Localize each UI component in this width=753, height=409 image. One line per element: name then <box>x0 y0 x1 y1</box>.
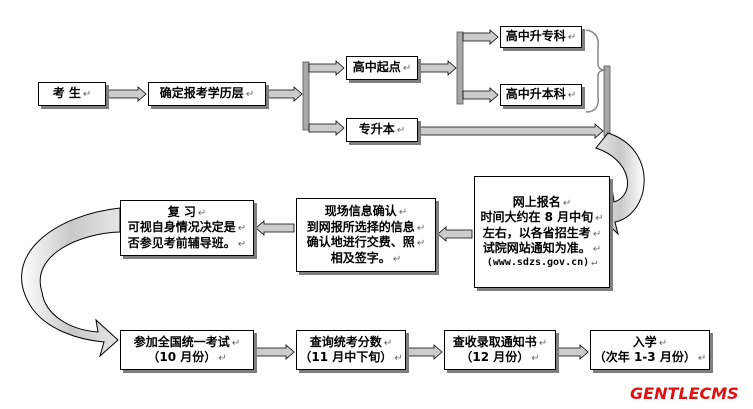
node-zhuanshengben: 专升本↵ <box>346 118 418 142</box>
arrow-bar2-to-zhuanke <box>462 29 499 45</box>
exam-title: 参加全国统一考试↵ <box>133 334 241 349</box>
arrow-zhuanshengben-to-bar3 <box>419 123 604 139</box>
arrow-bar1-to-gaozhong <box>308 60 345 76</box>
paragraph-mark: ↵ <box>592 244 602 256</box>
paragraph-mark: ↵ <box>197 207 207 219</box>
paragraph-mark: ↵ <box>538 337 548 349</box>
junction-bar-2 <box>456 31 464 105</box>
online-line-2: 左右，以各省招生考↵ <box>482 225 602 240</box>
node-level-label: 确定报考学历层↵ <box>159 86 255 101</box>
junction-bar-3 <box>603 65 611 137</box>
paragraph-mark: ↵ <box>383 337 393 349</box>
uturn-arrow-left <box>21 207 121 358</box>
confirm-line-3: 相及签字。↵ <box>330 250 402 265</box>
arrow-gaozhong-to-bar2 <box>419 60 457 76</box>
arrow-notice-to-enroll <box>557 344 589 360</box>
junction-bar-1 <box>302 61 310 131</box>
paragraph-mark: ↵ <box>237 238 247 250</box>
exam-sub: （10 月份）↵ <box>147 350 227 364</box>
arrow-score-to-notice <box>407 344 443 360</box>
paragraph-mark: ↵ <box>562 197 572 209</box>
paragraph-mark: ↵ <box>697 353 707 364</box>
review-line-1: 可视自身情况决定是↵ <box>127 220 247 235</box>
node-zhuanshengben-label: 专升本↵ <box>358 122 406 137</box>
node-score: 查询统考分数↵ （11 月中下旬）↵ <box>296 330 406 370</box>
notice-sub: （12 月份）↵ <box>460 350 540 364</box>
node-zhuanke: 高中升专科↵ <box>500 26 582 48</box>
node-student-label: 考 生↵ <box>52 86 92 101</box>
arrow-confirm-to-review <box>255 220 295 236</box>
node-enroll: 入学↵ （次年 1-3 月份）↵ <box>590 330 710 370</box>
node-gaozhong: 高中起点↵ <box>346 56 418 80</box>
node-confirm: 现场信息确认↵ 到网报所选择的信息↵ 确认地进行交费、照↵ 相及签字。↵ <box>296 198 436 272</box>
review-title: 复 习↵ <box>167 204 207 219</box>
paragraph-mark: ↵ <box>231 337 241 349</box>
paragraph-mark: ↵ <box>245 89 255 101</box>
node-exam: 参加全国统一考试↵ （10 月份）↵ <box>120 330 254 370</box>
enroll-title: 入学↵ <box>632 334 668 349</box>
arrow-exam-to-score <box>255 344 295 360</box>
paragraph-mark: ↵ <box>591 256 598 268</box>
paragraph-mark: ↵ <box>658 337 668 349</box>
node-student: 考 生↵ <box>38 82 106 106</box>
paragraph-mark: ↵ <box>237 223 247 235</box>
score-title: 查询统考分数↵ <box>309 334 393 349</box>
confirm-title: 现场信息确认↵ <box>324 204 408 218</box>
review-line-2: 否参见考前辅导班。↵ <box>127 235 247 250</box>
paragraph-mark: ↵ <box>595 213 604 225</box>
node-gaozhong-label: 高中起点↵ <box>352 60 412 75</box>
paragraph-mark: ↵ <box>592 228 602 240</box>
paragraph-mark: ↵ <box>567 90 577 102</box>
paragraph-mark: ↵ <box>82 89 92 101</box>
online-line-3: 试院网站通知为准。↵ <box>482 241 602 256</box>
online-line-1: 时间大约在 8 月中旬↵ <box>480 210 604 225</box>
node-online-registration: 网上报名↵ 时间大约在 8 月中旬↵ 左右，以各省招生考↵ 试院网站通知为准。↵… <box>474 176 610 288</box>
node-review: 复 习↵ 可视自身情况决定是↵ 否参见考前辅导班。↵ <box>120 200 254 256</box>
paragraph-mark: ↵ <box>394 353 403 364</box>
paragraph-mark: ↵ <box>398 207 408 218</box>
paragraph-mark: ↵ <box>218 353 227 364</box>
arrow-bar1-to-zhuanshengben <box>308 120 345 136</box>
confirm-line-1: 到网报所选择的信息↵ <box>306 219 426 234</box>
arrow-bar2-to-benke <box>462 87 499 103</box>
enroll-sub: （次年 1-3 月份）↵ <box>593 350 707 364</box>
node-benke: 高中升本科↵ <box>500 84 582 106</box>
brace-shape <box>585 29 607 113</box>
node-level: 确定报考学历层↵ <box>148 82 266 106</box>
online-line-4: (www.sdzs.gov.cn)↵ <box>486 256 598 268</box>
online-title: 网上报名↵ <box>512 194 572 209</box>
score-sub: （11 月中下旬）↵ <box>299 350 403 364</box>
node-notice: 查收录取通知书↵ （12 月份）↵ <box>444 330 556 370</box>
paragraph-mark: ↵ <box>416 238 426 249</box>
arrow-student-to-level <box>107 86 147 102</box>
paragraph-mark: ↵ <box>396 125 406 137</box>
arrow-level-to-bar1 <box>267 86 303 102</box>
paragraph-mark: ↵ <box>402 63 412 75</box>
paragraph-mark: ↵ <box>416 222 426 234</box>
node-zhuanke-label: 高中升专科↵ <box>505 29 577 44</box>
paragraph-mark: ↵ <box>531 353 540 364</box>
node-benke-label: 高中升本科↵ <box>505 87 577 102</box>
watermark: GENTLECMS <box>630 384 739 403</box>
confirm-line-2: 确认地进行交费、照↵ <box>306 235 426 249</box>
arrow-online-to-confirm <box>437 226 473 242</box>
notice-title: 查收录取通知书↵ <box>452 334 548 349</box>
paragraph-mark: ↵ <box>392 253 402 265</box>
paragraph-mark: ↵ <box>567 32 577 44</box>
